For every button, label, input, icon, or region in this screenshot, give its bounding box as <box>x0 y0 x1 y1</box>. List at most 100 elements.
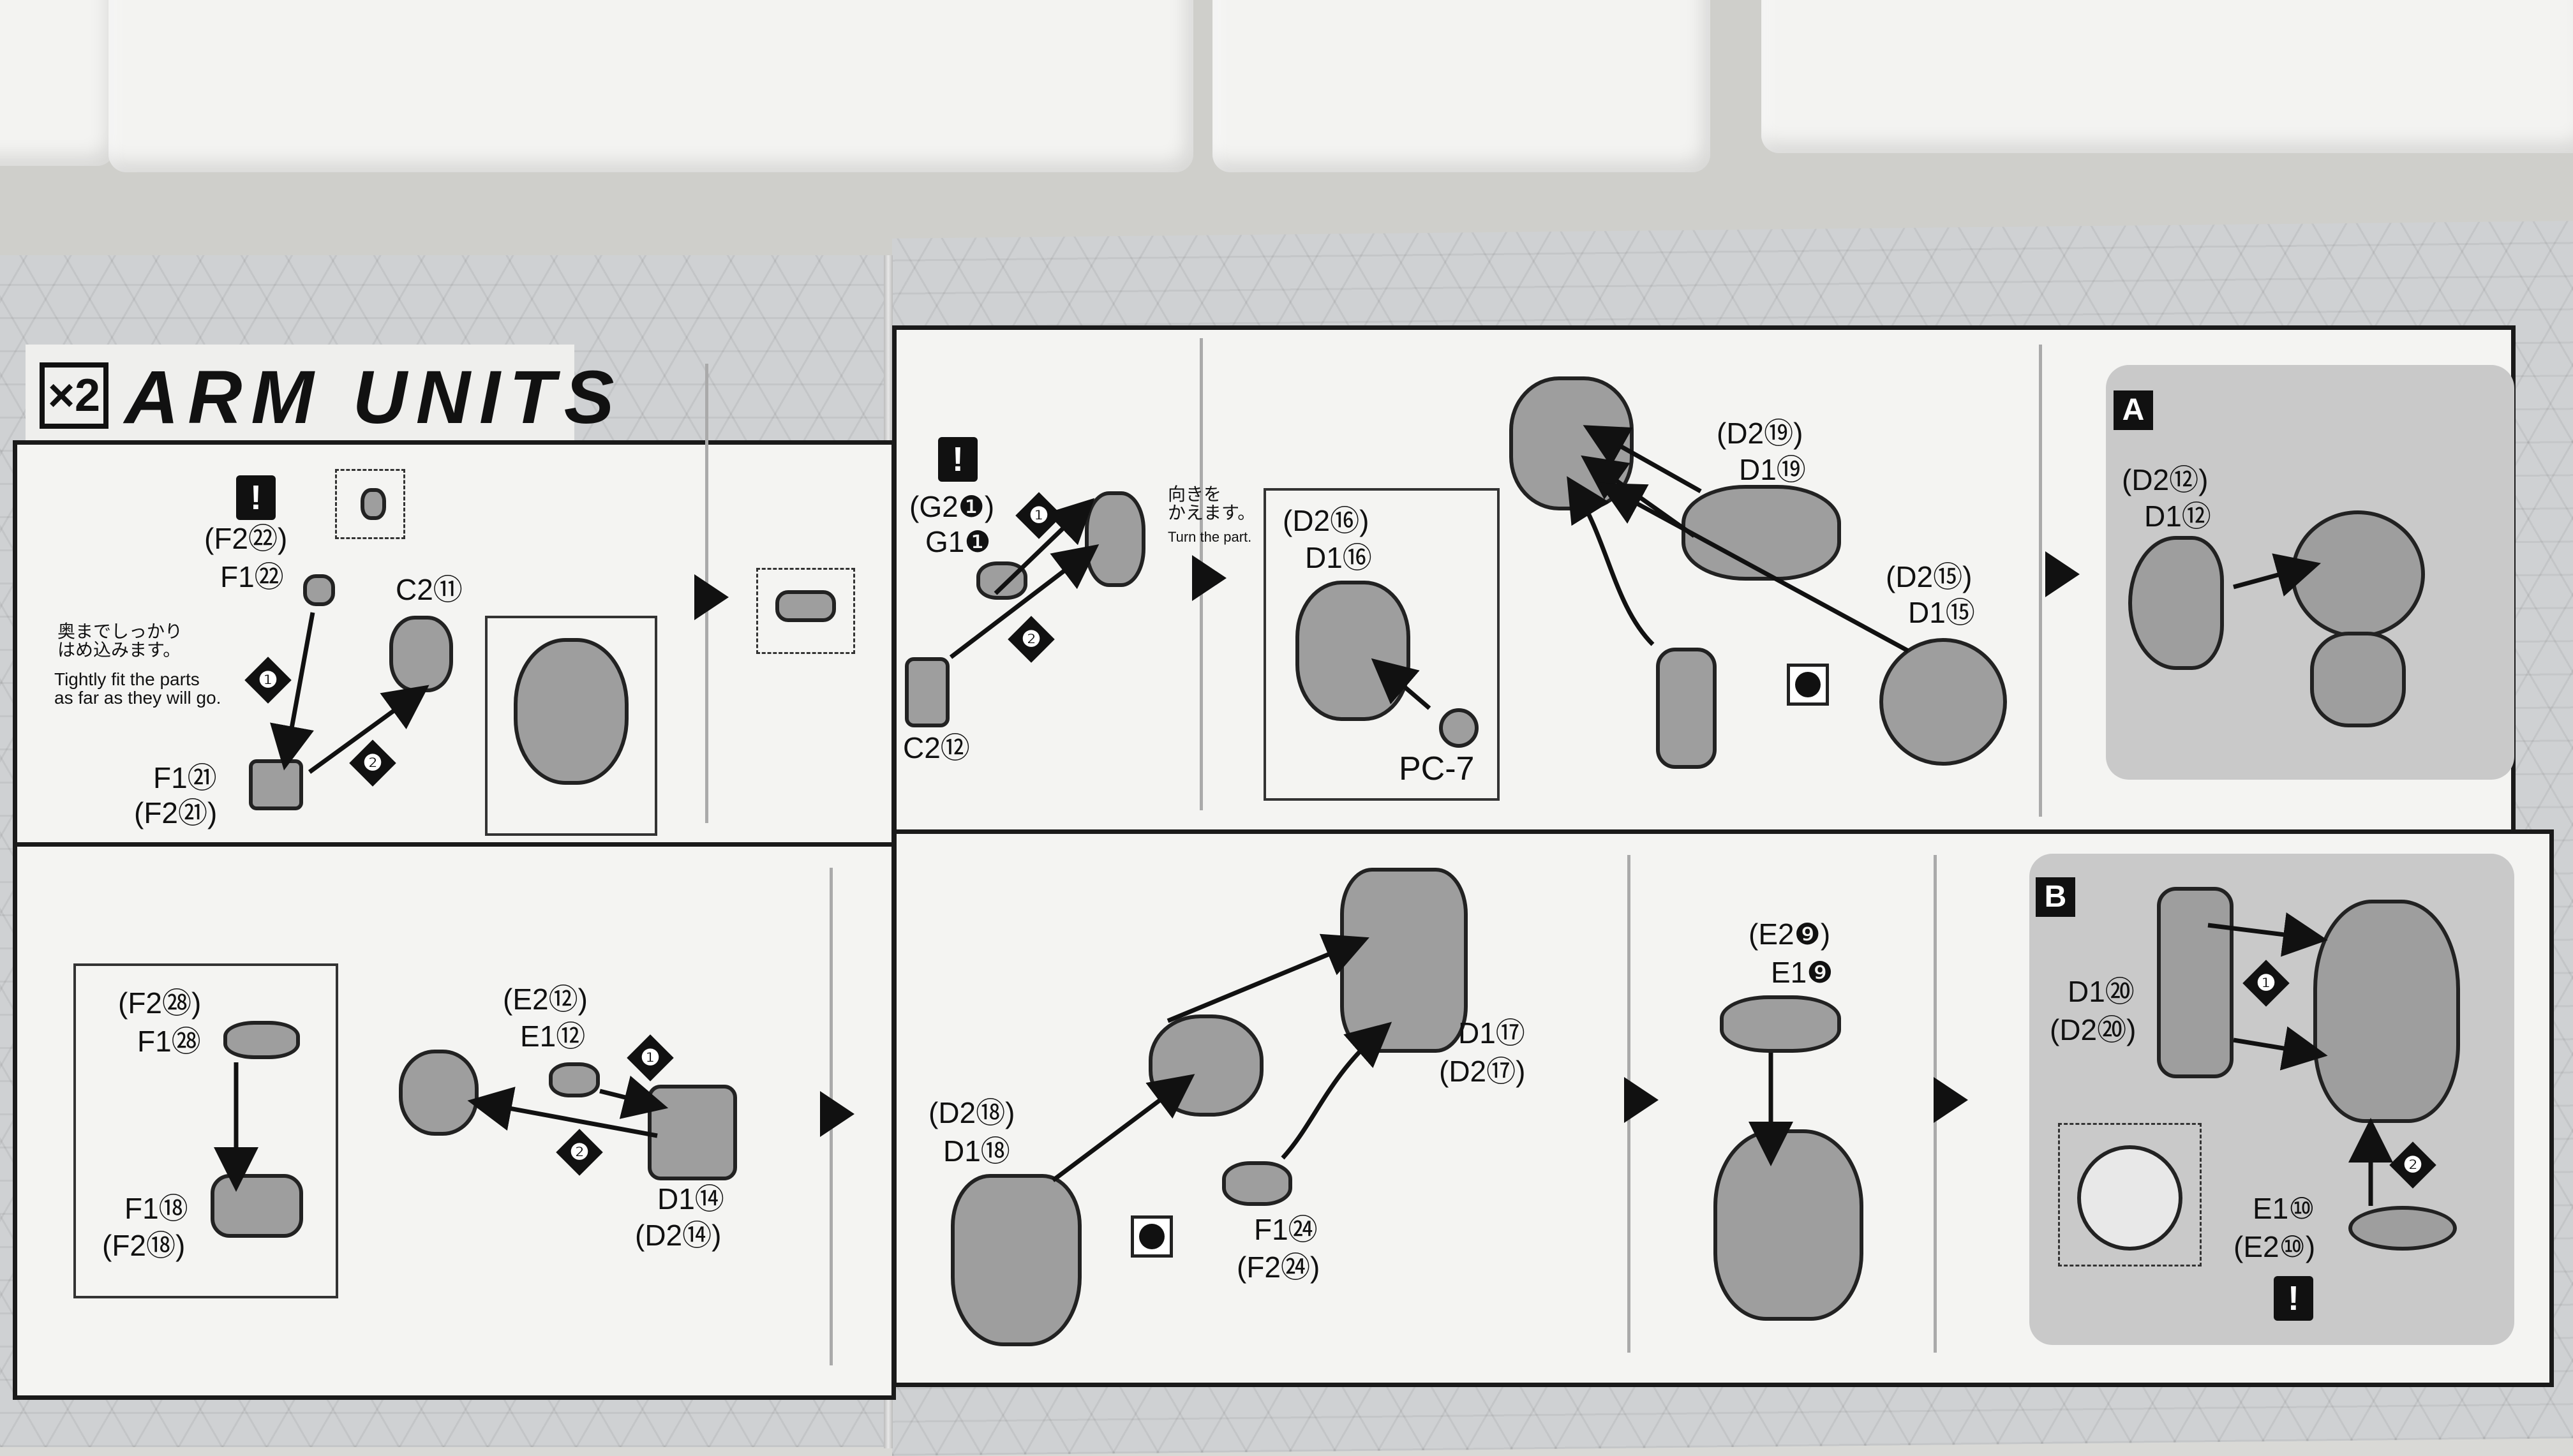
note-english: Tightly fit the parts as far as they wil… <box>54 669 221 708</box>
step-number-icon: ❷ <box>2389 1141 2436 1189</box>
arm-part <box>389 616 453 692</box>
next-step-arrow <box>1192 555 1227 601</box>
part-label: (E2❾) <box>1749 917 1831 951</box>
small-part <box>361 488 386 520</box>
part-label: E1⑩ <box>2253 1192 2315 1225</box>
part-label: (F2㉑) <box>134 796 218 829</box>
title-tab <box>26 345 574 447</box>
step-number-icon: ❶ <box>2242 960 2290 1007</box>
arm-part <box>1656 648 1717 769</box>
gate-mark-icon <box>1787 664 1829 706</box>
step-divider <box>2039 345 2042 817</box>
part-label: (E2⑫) <box>503 983 588 1016</box>
step-number-icon: ❷ <box>556 1129 603 1176</box>
part-label: (D2⑱) <box>929 1096 1015 1129</box>
part-label: D1⑮ <box>1908 596 1975 629</box>
small-part <box>223 1021 300 1059</box>
part-label: E1❾ <box>1771 956 1833 989</box>
step-number-icon: ❶ <box>1015 492 1063 539</box>
small-part <box>775 590 836 622</box>
arm-part <box>1720 995 1841 1053</box>
arm-part <box>1340 868 1468 1053</box>
part-label: F1㉑ <box>153 761 217 794</box>
part-label: F1⑱ <box>124 1192 188 1225</box>
small-part <box>976 561 1027 600</box>
next-step-arrow <box>2045 551 2080 597</box>
arm-part <box>1149 1014 1264 1117</box>
subassembly-box <box>73 963 338 1298</box>
arm-part <box>1509 376 1634 510</box>
part-label: F1㉘ <box>137 1025 201 1058</box>
section-title: ARM UNITS <box>124 355 623 440</box>
step-number-icon: ❶ <box>244 657 292 704</box>
subassembly-badge: B <box>2036 877 2075 917</box>
polycap <box>1439 708 1479 748</box>
result-box <box>485 616 657 836</box>
part-label: D1⑱ <box>943 1134 1010 1168</box>
next-step-arrow <box>820 1091 854 1137</box>
part-label: D1⑯ <box>1305 541 1372 574</box>
part-label: (D2⑫) <box>2122 463 2209 496</box>
arm-part <box>1713 1129 1863 1321</box>
part-label: PC-7 <box>1399 750 1475 787</box>
brick <box>1212 0 1710 172</box>
part-label: (D2⑮) <box>1886 560 1973 593</box>
top-left-panel <box>13 440 896 851</box>
arm-part <box>2157 887 2234 1078</box>
small-part <box>905 657 950 727</box>
next-step-arrow <box>1934 1077 1968 1123</box>
part-label: E1⑫ <box>520 1020 586 1053</box>
gate-mark-icon <box>1131 1215 1173 1258</box>
part-label: (F2㉒) <box>204 522 288 555</box>
arm-part <box>1879 638 2007 766</box>
part-label: D1⑲ <box>1739 453 1806 486</box>
arm-part <box>648 1085 737 1180</box>
brick <box>0 0 115 166</box>
small-part <box>2348 1206 2457 1251</box>
multiplier-badge: ×2 <box>40 362 108 429</box>
next-step-arrow <box>694 574 729 620</box>
step-number-icon: ❶ <box>627 1034 674 1081</box>
part-label: G1❶ <box>925 525 991 558</box>
step-number-icon: ❷ <box>1008 616 1055 663</box>
small-part <box>303 574 335 606</box>
arm-part <box>2128 536 2224 670</box>
part-label: (F2㉘) <box>118 986 202 1020</box>
part-label: (F2⑱) <box>102 1229 186 1262</box>
brick <box>108 0 1193 172</box>
next-step-arrow <box>1624 1077 1659 1123</box>
note-english: Turn the part. <box>1168 529 1252 545</box>
part-label: (G2❶) <box>909 490 995 523</box>
note-japanese: 向きを かえます。 <box>1168 484 1256 523</box>
part-label: (D2⑳) <box>2050 1013 2137 1046</box>
arm-part <box>1682 485 1841 581</box>
part-label: C2⑪ <box>396 573 463 606</box>
part-label: (D2⑭) <box>635 1219 722 1252</box>
part-label: F1㉔ <box>1254 1213 1318 1246</box>
arm-part <box>951 1174 1082 1346</box>
assembled-arm-part <box>514 638 629 785</box>
warning-icon: ! <box>938 437 978 482</box>
arm-part <box>1085 491 1145 587</box>
detail-callout <box>335 469 405 539</box>
warning-icon: ! <box>236 475 276 520</box>
part-label: D1⑭ <box>657 1182 724 1215</box>
part-label: D1⑫ <box>2144 500 2211 533</box>
part-label: (F2㉔) <box>1237 1251 1320 1284</box>
part-label: F1㉒ <box>220 560 284 593</box>
arm-part <box>2310 632 2406 727</box>
part-label: C2⑫ <box>903 731 970 764</box>
arm-part <box>1295 581 1410 721</box>
subassembly-box <box>1264 488 1500 801</box>
part-label: (D2⑯) <box>1283 504 1369 537</box>
brick-wall-background <box>0 0 2573 274</box>
arm-part <box>399 1050 479 1136</box>
brick <box>1761 0 2573 153</box>
detail-callout <box>756 568 855 654</box>
part-label: (D2⑲) <box>1717 417 1803 450</box>
part-label: (E2⑩) <box>2234 1230 2316 1263</box>
ring-part <box>2077 1145 2182 1251</box>
small-part <box>549 1062 600 1097</box>
arm-part <box>249 759 303 810</box>
warning-icon: ! <box>2274 1276 2313 1321</box>
